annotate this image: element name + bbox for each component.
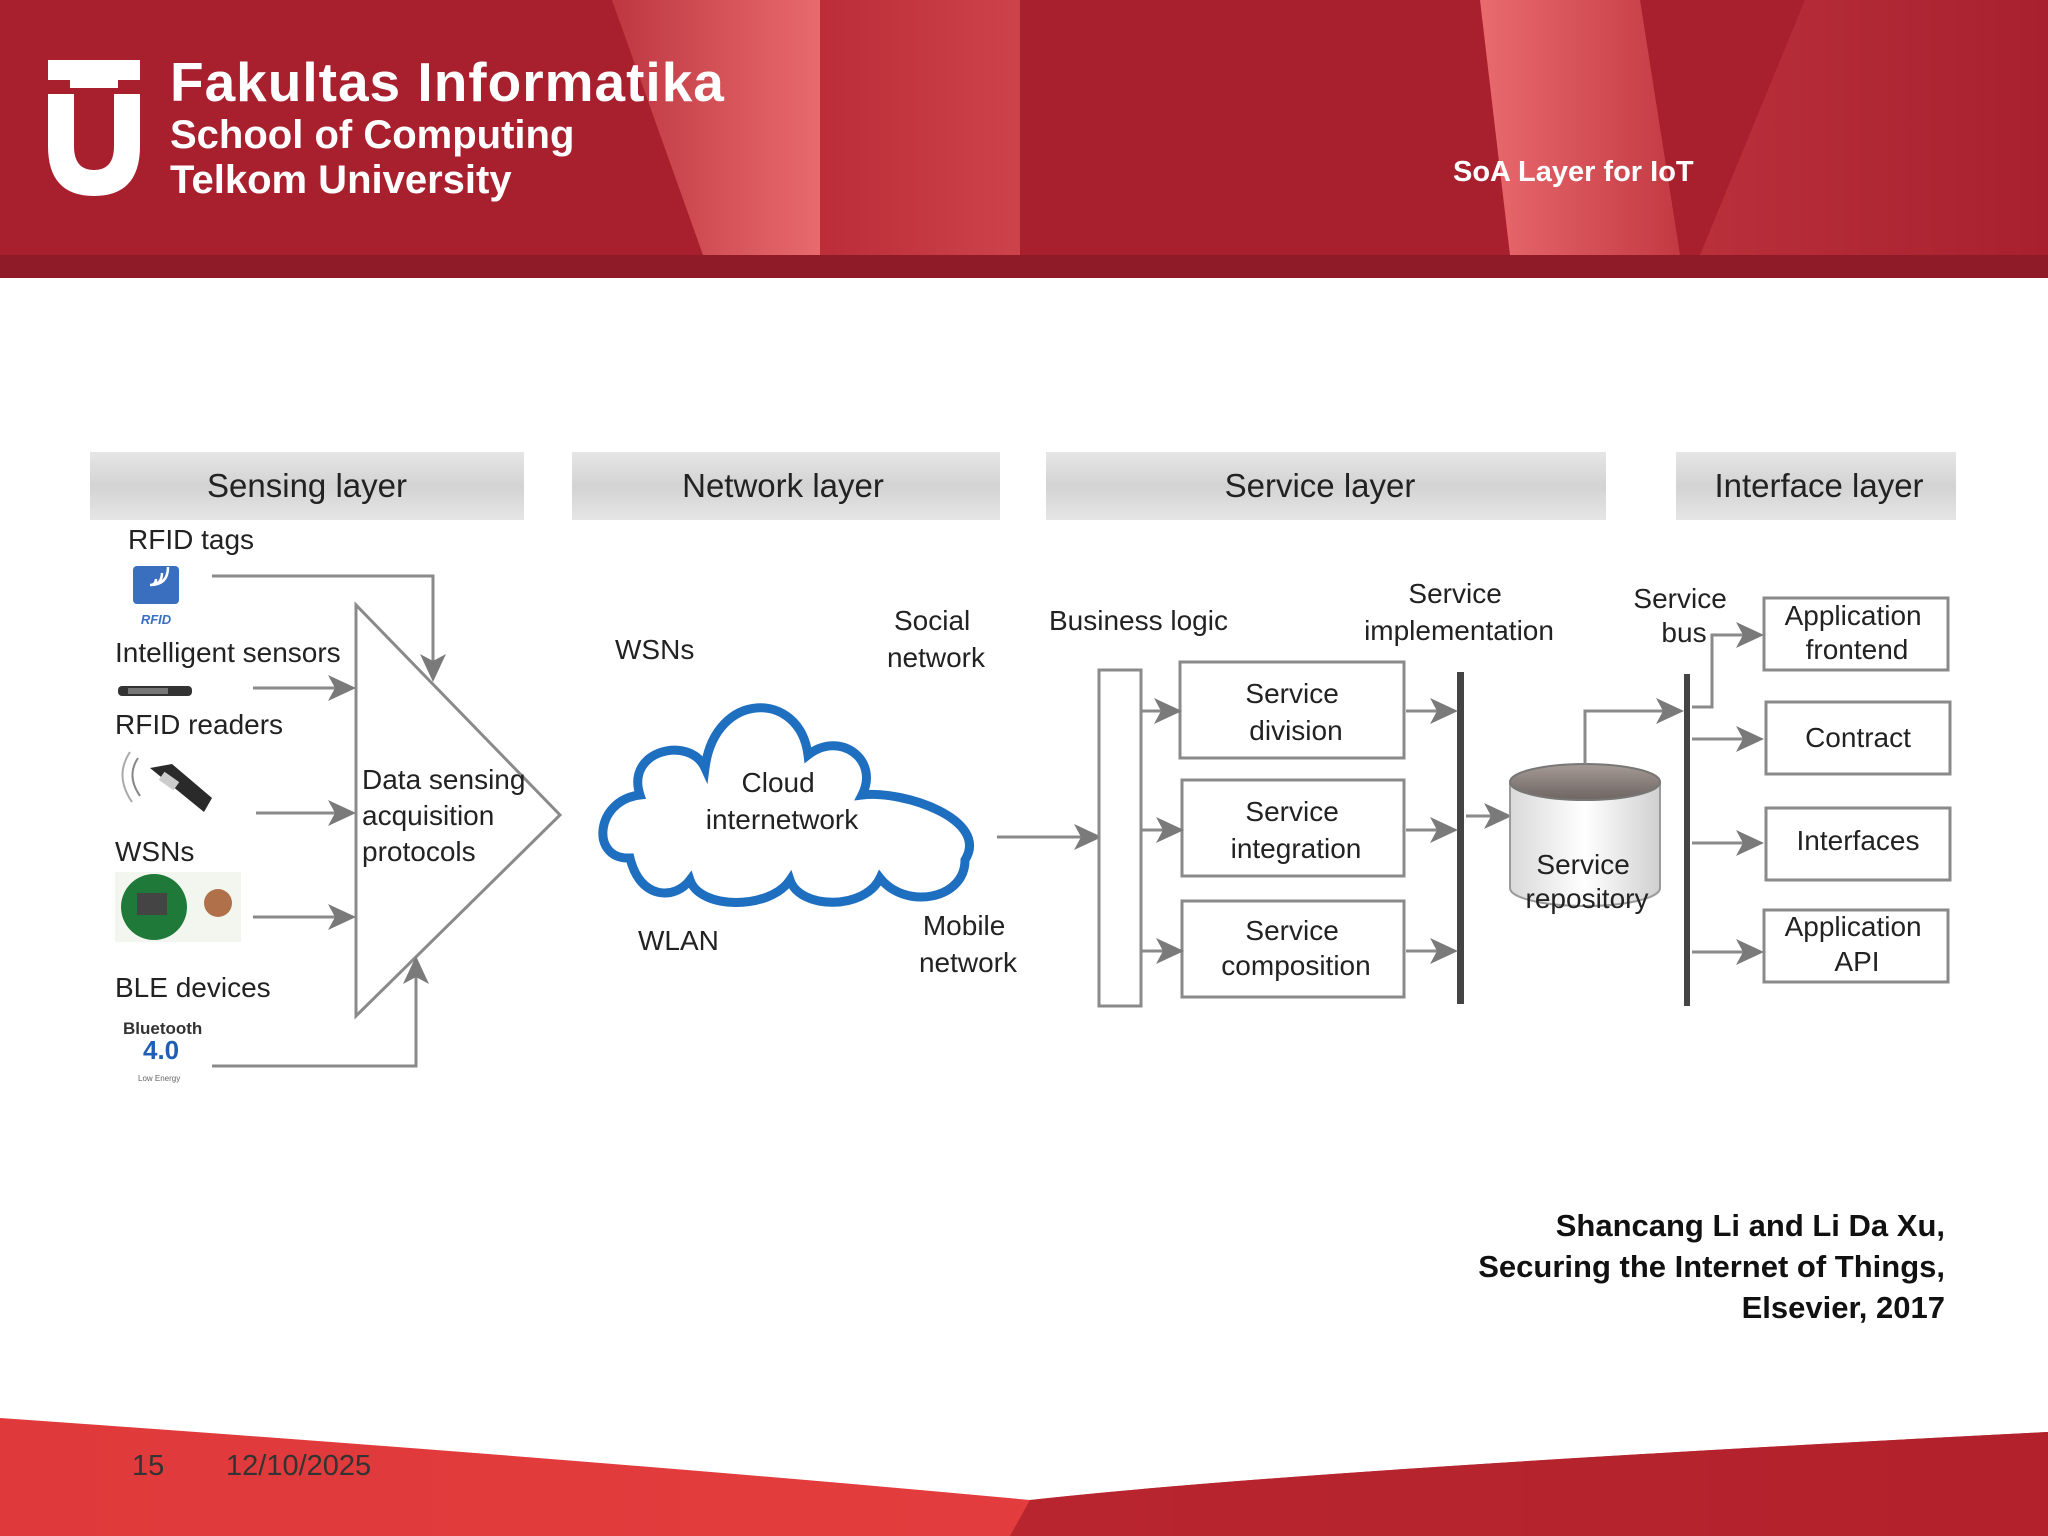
label-social-network: Social network (887, 605, 986, 673)
label-service-bus: Service bus (1633, 583, 1734, 648)
cloud-icon (598, 703, 974, 907)
page-number: 15 (132, 1450, 165, 1482)
bluetooth-logo-icon: Bluetooth 4.0 Low Energy (123, 1019, 202, 1083)
service-bus-bar (1684, 674, 1690, 1006)
sensor-probe-icon (118, 686, 192, 696)
interface-arrows (1583, 622, 1764, 965)
rfid-reader-icon (121, 751, 212, 812)
footer-wave (0, 1418, 2048, 1536)
database-icon (1509, 763, 1661, 907)
label-business-logic: Business logic (1049, 605, 1228, 636)
interface-box-application-api: Application API (1762, 908, 1950, 984)
svg-text:Service integration: Service integration (1231, 796, 1362, 864)
label-mobile-network: Mobile network (919, 910, 1018, 978)
sensing-arrows (212, 574, 446, 1068)
slide-title: SoA Layer for IoT (1453, 156, 1694, 188)
svg-text:Service division: Service division (1245, 678, 1346, 746)
svg-text:Application frontend: Application frontend (1785, 600, 1930, 665)
label-data-sensing-protocols: Data sensing acquisition protocols (362, 764, 533, 867)
svg-text:Interfaces: Interfaces (1797, 825, 1920, 856)
business-logic-bar (1097, 668, 1143, 1008)
interface-box-contract: Contract (1764, 700, 1952, 776)
protocol-triangle (354, 601, 563, 1020)
wsn-board-icon (115, 872, 241, 942)
banner-stripe (820, 0, 1020, 255)
layer-title-service: Service layer (1225, 467, 1416, 504)
label-service-repository: Service repository (1526, 849, 1649, 914)
banner-stripe (1480, 0, 1680, 255)
interface-box-interfaces: Interfaces (1764, 806, 1952, 882)
label-wsns-network: WSNs (615, 634, 694, 665)
layer-header-interface: Interface layer (1676, 452, 1956, 520)
layer-header-network: Network layer (572, 452, 1000, 520)
brand-subtitle-university: Telkom University (170, 158, 512, 202)
citation: Shancang Li and Li Da Xu, Securing the I… (1478, 1205, 1945, 1328)
label-rfid-tags: RFID tags (128, 524, 254, 555)
brand-subtitle-school: School of Computing (170, 113, 575, 157)
svg-text:Application API: Application API (1785, 911, 1930, 977)
citation-publisher: Elsevier, 2017 (1741, 1290, 1945, 1325)
footer-date: 12/10/2025 (226, 1450, 372, 1482)
citation-authors: Shancang Li and Li Da Xu, (1555, 1208, 1945, 1243)
rfid-tag-icon: RFID (133, 566, 179, 627)
service-box-composition: Service composition (1180, 899, 1406, 999)
svg-text:4.0: 4.0 (143, 1035, 179, 1065)
label-intelligent-sensors: Intelligent sensors (115, 637, 341, 668)
label-cloud-internetwork: Cloud internetwork (706, 767, 860, 835)
interface-box-application-frontend: Application frontend (1762, 596, 1950, 672)
service-implementation-bar (1457, 672, 1464, 1004)
banner-bottom-band (0, 255, 2048, 278)
label-service-implementation: Service implementation (1364, 578, 1554, 646)
svg-text:RFID: RFID (141, 612, 172, 627)
service-box-integration: Service integration (1180, 778, 1406, 878)
header-banner: Fakultas Informatika School of Computing… (0, 0, 2048, 278)
svg-text:Service composition: Service composition (1221, 915, 1370, 981)
label-rfid-readers: RFID readers (115, 709, 283, 740)
label-ble-devices: BLE devices (115, 972, 271, 1003)
layer-header-sensing: Sensing layer (90, 452, 524, 520)
label-wsns-sensing: WSNs (115, 836, 194, 867)
layer-title-interface: Interface layer (1714, 467, 1923, 504)
service-arrows (1142, 698, 1512, 964)
svg-text:Low Energy: Low Energy (138, 1074, 180, 1083)
layer-title-network: Network layer (682, 467, 884, 504)
label-wlan: WLAN (638, 925, 719, 956)
layer-header-service: Service layer (1046, 452, 1606, 520)
svg-text:Contract: Contract (1805, 722, 1911, 753)
telkom-logo (48, 60, 140, 196)
svg-text:Bluetooth: Bluetooth (123, 1019, 202, 1038)
layer-title-sensing: Sensing layer (207, 467, 407, 504)
citation-title: Securing the Internet of Things, (1478, 1249, 1945, 1284)
brand-title: Fakultas Informatika (170, 51, 725, 113)
service-box-division: Service division (1178, 660, 1406, 760)
